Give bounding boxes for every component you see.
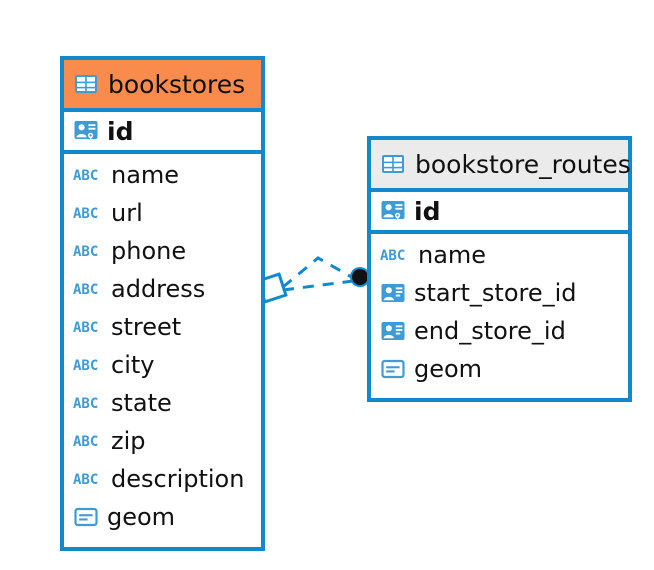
entity-title: bookstore_routes xyxy=(415,149,631,179)
field-row-primary-key[interactable]: id xyxy=(371,188,628,234)
field-label: name xyxy=(111,161,180,189)
field-label: phone xyxy=(111,237,187,265)
field-row-city[interactable]: ABC city xyxy=(64,346,261,384)
field-row-geom[interactable]: geom xyxy=(64,498,261,536)
field-label: street xyxy=(111,313,182,341)
field-row-url[interactable]: ABC url xyxy=(64,194,261,232)
primary-key-icon xyxy=(380,198,406,224)
text-type-icon: ABC xyxy=(73,320,99,336)
foreign-key-icon xyxy=(380,280,406,306)
table-icon xyxy=(73,71,99,97)
entity-title: bookstores xyxy=(108,69,246,99)
geometry-type-icon xyxy=(380,356,406,382)
field-label: city xyxy=(111,351,155,379)
field-label: start_store_id xyxy=(414,279,577,307)
field-label: state xyxy=(111,389,172,417)
entity-bookstores[interactable]: bookstores xyxy=(60,56,265,551)
field-row-phone[interactable]: ABC phone xyxy=(64,232,261,270)
field-label-id: id xyxy=(107,116,134,146)
text-type-icon: ABC xyxy=(73,396,99,412)
field-label: zip xyxy=(111,427,146,455)
field-row-primary-key[interactable]: id xyxy=(64,108,261,154)
field-label: end_store_id xyxy=(414,317,566,345)
text-type-icon: ABC xyxy=(73,472,99,488)
text-type-icon: ABC xyxy=(73,434,99,450)
entity-bookstore-routes[interactable]: bookstore_routes xyxy=(367,136,632,402)
entity-header-bookstores[interactable]: bookstores xyxy=(64,60,261,108)
field-row-address[interactable]: ABC address xyxy=(64,270,261,308)
field-list-bookstores: ABC name ABC url ABC phone ABC address A… xyxy=(64,154,261,538)
text-type-icon: ABC xyxy=(73,282,99,298)
field-row-zip[interactable]: ABC zip xyxy=(64,422,261,460)
relationship-line-upper xyxy=(282,256,356,289)
field-label: name xyxy=(418,241,487,269)
field-row-geom[interactable]: geom xyxy=(371,350,628,388)
field-label: url xyxy=(111,199,143,227)
field-label: geom xyxy=(107,503,176,531)
relationship-line-lower xyxy=(282,279,354,292)
field-row-state[interactable]: ABC state xyxy=(64,384,261,422)
geometry-type-icon xyxy=(73,504,99,530)
foreign-key-icon xyxy=(380,318,406,344)
field-label: geom xyxy=(414,355,483,383)
field-label: description xyxy=(111,465,245,493)
entity-header-bookstore-routes[interactable]: bookstore_routes xyxy=(371,140,631,188)
field-row-street[interactable]: ABC street xyxy=(64,308,261,346)
text-type-icon: ABC xyxy=(73,358,99,374)
text-type-icon: ABC xyxy=(73,244,99,260)
table-icon xyxy=(380,151,406,177)
field-row-name[interactable]: ABC name xyxy=(371,236,628,274)
primary-key-icon xyxy=(73,118,99,144)
text-type-icon: ABC xyxy=(380,248,406,264)
field-label-id: id xyxy=(414,196,441,226)
field-row-start-store-id[interactable]: start_store_id xyxy=(371,274,628,312)
field-row-description[interactable]: ABC description xyxy=(64,460,261,498)
field-row-end-store-id[interactable]: end_store_id xyxy=(371,312,628,350)
field-label: address xyxy=(111,275,206,303)
field-row-name[interactable]: ABC name xyxy=(64,156,261,194)
text-type-icon: ABC xyxy=(73,168,99,184)
field-list-bookstore-routes: ABC name start_store_id xyxy=(371,234,628,390)
text-type-icon: ABC xyxy=(73,206,99,222)
